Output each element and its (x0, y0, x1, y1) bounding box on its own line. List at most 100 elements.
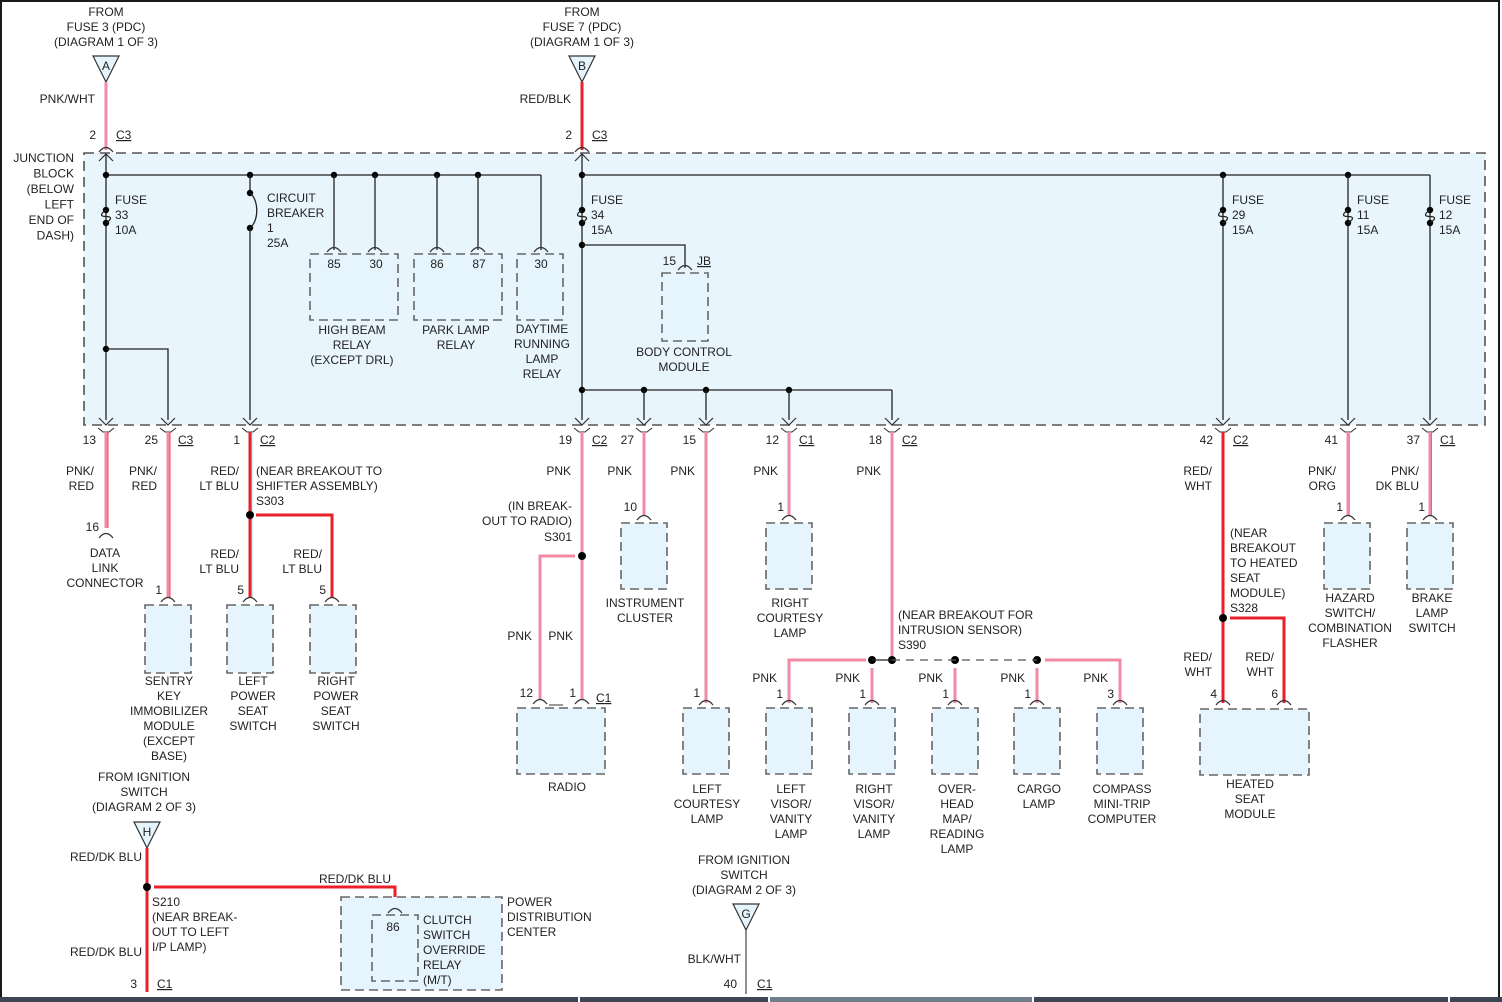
connector-id: C2 (902, 433, 918, 447)
pin-arrow-icon (242, 417, 258, 426)
wire-color-label: RED/ (1183, 650, 1212, 664)
wire-color-label: LT BLU (199, 479, 239, 493)
component-name: LAMP (1023, 797, 1056, 811)
component-name: HEAD (940, 797, 974, 811)
relay-name: RUNNING (514, 337, 570, 351)
relay-name: PARK LAMP (422, 323, 490, 337)
connector-id: C2 (592, 433, 608, 447)
wire-color-label: RED/ (1245, 650, 1274, 664)
splice-s328 (1219, 614, 1227, 622)
splice-note: TO HEATED (1230, 556, 1298, 570)
splice-note: MODULE) (1230, 586, 1285, 600)
connector-id: C1 (157, 977, 173, 991)
fuse-icon (1424, 209, 1436, 224)
component-name: LAMP (774, 626, 807, 640)
wire (1230, 616, 1286, 703)
lamp-rvv (848, 707, 896, 775)
connector-id: C1 (1440, 433, 1456, 447)
connector-cap-icon (387, 907, 403, 914)
wire-color-label: WHT (1185, 479, 1213, 493)
splice-note: (NEAR BREAK- (152, 910, 237, 924)
source-a-label: FUSE 3 (PDC) (67, 20, 146, 34)
splice-note: S303 (256, 494, 284, 508)
component-name: MINI-TRIP (1094, 797, 1151, 811)
splice-note: INTRUSION SENSOR) (898, 623, 1022, 637)
wire (1045, 658, 1122, 703)
fuse-33-icon (100, 209, 112, 224)
component-name: INSTRUMENT (606, 596, 685, 610)
clutch-switch-override-relay (371, 914, 419, 982)
wire-color-label: RED (69, 479, 95, 493)
wire-color-label: WHT (1185, 665, 1213, 679)
pin-number: 1 (569, 686, 576, 700)
breaker-label: 25A (267, 236, 288, 250)
connector-cap-icon (636, 514, 652, 521)
pin-number: 1 (693, 686, 700, 700)
fuse-label: 15A (591, 223, 612, 237)
fuse-icon (1342, 209, 1354, 224)
fuse-label: 15A (1232, 223, 1253, 237)
component-name: LAMP (1416, 606, 1449, 620)
lamp-ohm (931, 707, 979, 775)
connector-cap-icon (429, 246, 445, 253)
component-name: SWITCH (229, 719, 276, 733)
wire-color-label: RED (132, 479, 158, 493)
relay-pin: 30 (369, 257, 383, 271)
pin-arrow-icon (884, 417, 900, 426)
connector-ref-letter: B (578, 59, 586, 73)
component-name: POWER (230, 689, 276, 703)
component-name: CLUSTER (617, 611, 673, 625)
connector-cap-icon (367, 246, 383, 253)
wire-color-label: PNK (507, 629, 532, 643)
wire-color-label: PNK (835, 671, 860, 685)
connector-ref-letter: H (143, 825, 152, 839)
source-h-label: FROM IGNITION (98, 770, 190, 784)
connector-cap-icon (781, 699, 797, 706)
splice-note: S390 (898, 638, 926, 652)
fuse-label: 12 (1439, 208, 1453, 222)
taskbar-segment (1034, 997, 1448, 1002)
connector-ref-a-icon (92, 55, 120, 84)
component-name: DATA (90, 546, 120, 560)
pin-number: 1 (777, 500, 784, 514)
wire-color-label: RED/ (293, 547, 322, 561)
component-name: IMMOBILIZER (130, 704, 208, 718)
component-name: (EXCEPT (143, 734, 196, 748)
pin-number: 3 (1107, 687, 1114, 701)
fuse-label: 33 (115, 208, 129, 222)
component-name: VANITY (770, 812, 812, 826)
component-name: POWER (313, 689, 359, 703)
pin-number: 12 (520, 686, 534, 700)
component-name: HAZARD (1325, 591, 1375, 605)
component-name: SWITCH (1408, 621, 1455, 635)
pin-arrow-icon (1340, 417, 1356, 426)
relay-name: RELAY (437, 338, 475, 352)
instrument-cluster (620, 522, 668, 590)
taskbar-segment-active[interactable] (770, 997, 1032, 1002)
connector-cap-icon (1029, 699, 1045, 706)
wire-color-label: RED/ (210, 547, 239, 561)
wire-color-label: BLK/WHT (688, 952, 742, 966)
component-name: COMPUTER (1088, 812, 1157, 826)
junction-block-label: LEFT (45, 198, 75, 212)
connector-cup-icon (697, 427, 715, 433)
relay-pin: 85 (327, 257, 341, 271)
component-name: READING (930, 827, 985, 841)
component-name: FLASHER (1322, 636, 1378, 650)
wire-color-label: PNK (918, 671, 943, 685)
component-name: CARGO (1017, 782, 1061, 796)
connector-cup-icon (97, 427, 115, 433)
wire-color-label: PNK/ (66, 464, 95, 478)
component-name: CONNECTOR (66, 576, 143, 590)
source-h-label: SWITCH (120, 785, 167, 799)
radio (516, 707, 606, 775)
brake-lamp-switch (1406, 522, 1454, 590)
component-name: SENTRY (145, 674, 193, 688)
taskbar-segment (1450, 997, 1502, 1002)
splice-note: OUT TO LEFT (152, 925, 230, 939)
pin-number: 1 (859, 687, 866, 701)
component-name: LINK (92, 561, 119, 575)
breaker-label: BREAKER (267, 206, 325, 220)
source-g-label: (DIAGRAM 2 OF 3) (692, 883, 796, 897)
